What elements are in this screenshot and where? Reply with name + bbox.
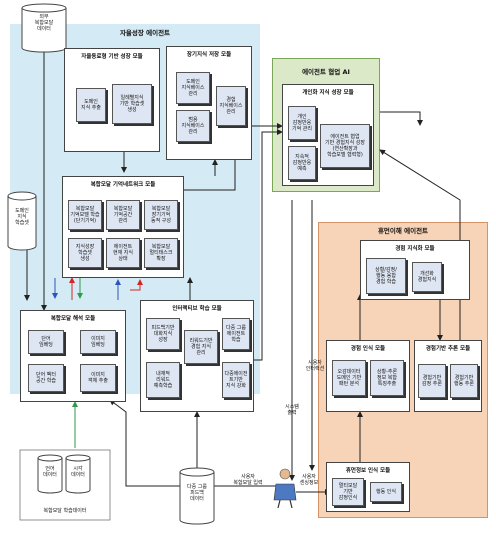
multimodal-data-label: 복합모달 학습데이터 — [43, 508, 87, 514]
domain-knowledge-label: 도메인 지식 학습셋 — [15, 208, 29, 226]
domain-knowledge-extract: 도메인 지식 추출 — [76, 88, 106, 122]
long-term-memory-dynamic: 복합모달 장기기억 동적 구성 — [144, 200, 178, 230]
domain-knowledge-cylinder — [7, 191, 37, 251]
personalized-experience-knowledge: 개선화 경험지식 — [412, 262, 442, 292]
multimodal-data-frame — [19, 449, 111, 521]
knowledge-growth-set: 지식성장 학습셋 생성 — [68, 238, 102, 268]
image-embedding: 이미지 임베딩 — [80, 330, 116, 354]
feedback-dialogue-growth: 피드백기반 대화지식 성장 — [146, 318, 180, 350]
red-arrow-2 — [130, 279, 143, 291]
personalized-growth-title: 개인화 지식 성장 모듈 — [302, 90, 354, 96]
feedback-data-cylinder — [179, 467, 215, 525]
pattern-analysis: 오감데이터 도메인 기반 패턴 분석 — [332, 360, 366, 396]
arrow-personalized-out — [380, 111, 423, 126]
interpretation-title: 복합모달 해석 모듈 — [50, 316, 96, 322]
human-info-title: 휴먼정보 인식 모듈 — [345, 468, 391, 474]
user-figure-icon — [273, 468, 297, 509]
vision-data-label: 시각 데이터 — [71, 466, 85, 478]
interactive-learning-title: 인터랙티브 학습 모듈 — [172, 306, 222, 312]
word-vector-space: 단어 벡터 공간 학습 — [28, 364, 64, 392]
reward-experience-management: 리워드기반 경험 지식 관리 — [184, 330, 218, 364]
collaboration-title: 에이전트 협업 AI — [302, 68, 350, 76]
memory-network-title: 복합모달 기억네트워크 모듈 — [90, 182, 156, 188]
user-multimodal-input-label: 사용자 복합모달 입력 — [233, 474, 263, 486]
experience-kb-management: 경험 지식베이스 관리 — [216, 86, 246, 126]
word-embedding: 단어 임베딩 — [28, 330, 64, 354]
emotion-reasoning: 경험기반 감정 추론 — [418, 364, 446, 398]
language-data-cylinder — [37, 454, 63, 494]
feedback-data-label: 다중 그룹 피드백 데이터 — [187, 484, 207, 502]
emotion-response-memory: 개인 감정반응 기억 관리 — [288, 106, 316, 140]
learning-set-generation: 일례별지식 기반 학습셋 생성 — [112, 84, 152, 124]
vision-data-cylinder — [65, 454, 91, 494]
user-interaction-label: 사용자 인터랙션 — [305, 360, 325, 372]
multi-group-agent-learning: 다중 그룹 에이전트 학습 — [222, 318, 250, 350]
user-sensing-label: 사용자 센싱정보 — [299, 474, 319, 486]
agent-current-knowledge: 에이전트 현재 지식 상태 — [106, 238, 140, 268]
experience-reasoning-title: 경험기반 추론 모듈 — [425, 346, 471, 352]
behavior-recognition: 행동 인식 — [370, 482, 402, 502]
language-data-label: 언어 데이터 — [43, 466, 57, 478]
self-learning-title: 자율동료형 기반 성장 모듈 — [81, 54, 143, 60]
memory-space-management: 복합모달 기억공간 관리 — [106, 200, 140, 230]
multi-agent-knowledge-reinforce: 다중에이전 트기반 지식 강화 — [222, 362, 250, 398]
multitask-extension: 복합모달 멀티태스크 확장 — [144, 238, 178, 268]
collaborative-experience-growth: 에이전트 협업 기반 경험지식 성장 (연산확장과 학습모델 협력형) — [320, 124, 370, 168]
multimodal-emotion-recognition: 멀티모달 기반 감정인식 — [332, 478, 364, 506]
memory-model-learning: 복합모달 기억모델 학습 (단기기억) — [68, 200, 102, 230]
intrinsic-reward-prediction: 내재적 리워드 예측학습 — [146, 362, 180, 398]
human-understanding-title: 휴먼이해 에이전트 — [377, 227, 429, 235]
domain-kb-management: 도메인 지식베이스 관리 — [176, 72, 210, 104]
emotion-response-prediction: 지속적 감정반응 예측 — [288, 146, 316, 180]
fusion-experience-learning: 상황/감정/ 행동 융합 경험 학습 — [366, 258, 406, 294]
system-output-label: 시스템 출력 — [285, 404, 299, 416]
self-growth-title: 자율성장 에이전트 — [119, 29, 171, 37]
long-term-storage-title: 장기지식 저장 모듈 — [186, 52, 232, 58]
image-object-extract: 이미지 객체 추출 — [80, 364, 116, 392]
external-data-label: 외부 복합모달 데이터 — [34, 14, 54, 32]
experience-storage-title: 경험 지식화 모듈 — [395, 246, 435, 252]
experience-recognition-title: 경험 인식 모듈 — [350, 346, 386, 352]
behavior-reasoning: 경험기반 행동 추론 — [450, 364, 478, 398]
general-kb-management: 범용 지식베이스 관리 — [176, 110, 210, 142]
feature-extraction: 상황-추론 정보 복합 특징추출 — [370, 360, 404, 396]
arrow-interactive-to-personalized — [254, 129, 283, 361]
external-data-cylinder — [21, 3, 67, 53]
